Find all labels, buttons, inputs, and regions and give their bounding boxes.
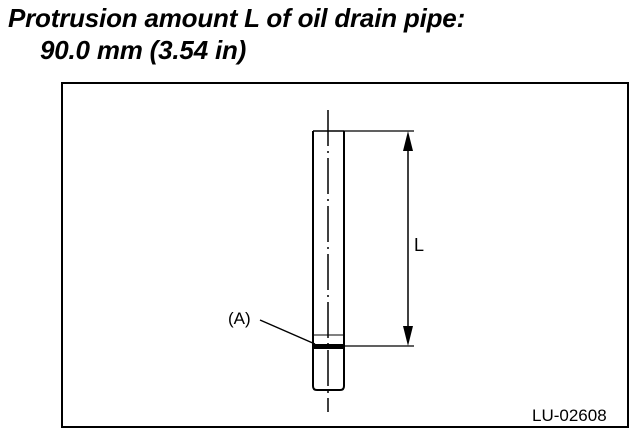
figure-frame: L (A) LU-02608 <box>61 82 629 428</box>
spec-heading-line1: Protrusion amount L of oil drain pipe: <box>8 3 466 33</box>
figure-id: LU-02608 <box>532 406 607 425</box>
callout-leader <box>259 319 316 345</box>
spec-heading: Protrusion amount L of oil drain pipe: 9… <box>8 2 465 66</box>
dimension-arrow-bottom <box>403 326 413 346</box>
pipe-ring-thick <box>313 344 344 349</box>
spec-heading-line2: 90.0 mm (3.54 in) <box>40 35 247 65</box>
dimension-arrow-top <box>403 131 413 151</box>
oil-drain-pipe-diagram: L (A) LU-02608 <box>228 110 607 425</box>
pipe-outline <box>312 131 345 391</box>
callout-label: (A) <box>228 309 251 328</box>
dimension-label: L <box>414 235 424 255</box>
